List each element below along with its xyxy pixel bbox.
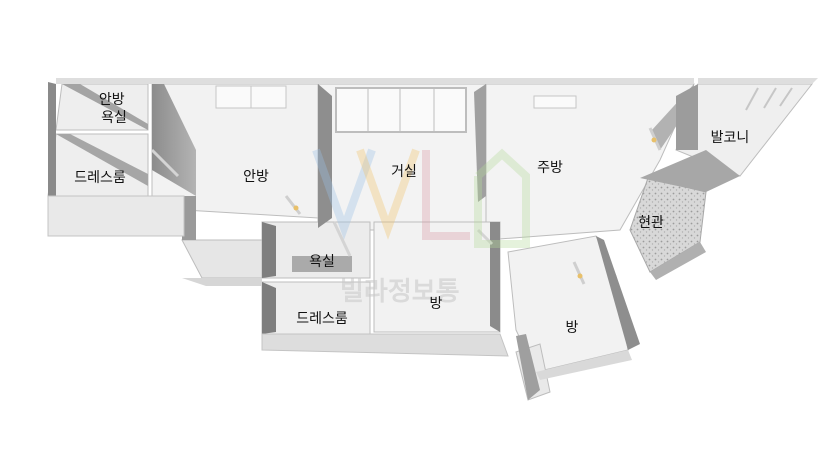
wall-side-left-outer [48, 82, 56, 196]
window-master [215, 85, 287, 109]
wall-side-dress-center [262, 282, 276, 334]
side-walls [48, 82, 740, 400]
room-labels: 안방 욕실 드레스룸 안방 거실 주방 발코니 현관 욕실 드레스룸 방 방 [74, 92, 749, 336]
wall-side-master [152, 84, 196, 196]
wall-side-dress-left [56, 134, 148, 186]
wall-side-bath-left [262, 222, 276, 278]
watermark-logo-v [312, 148, 376, 240]
wall-side-room-right [596, 236, 640, 350]
wall-top-kitchen [486, 78, 694, 84]
wall-side-masterbath [62, 84, 148, 130]
watermark-text: 빌라정보통 [340, 277, 460, 307]
window-kitchen [533, 95, 577, 109]
door-dress-left [150, 148, 180, 178]
wall-side-room-center [490, 222, 500, 332]
wall-side-bottom-balcony [516, 334, 540, 400]
wall-top-living [318, 78, 486, 84]
door-accent-kitchen [651, 137, 657, 143]
label-bathroom: 욕실 [309, 254, 335, 270]
dress-room-left-floor [47, 133, 149, 197]
base-left [47, 195, 185, 237]
label-master-bedroom: 안방 [243, 169, 269, 185]
doors [150, 127, 662, 285]
door-room-center [476, 228, 494, 246]
watermark: 빌라정보통 [312, 148, 530, 307]
lower-left-stub-floor [181, 239, 263, 279]
wall-side-living-left [318, 84, 332, 228]
label-living-room: 거실 [391, 164, 417, 180]
label-room-right: 방 [566, 320, 579, 336]
wall-top-master [152, 78, 318, 84]
label-master-bath: 안방 욕실 [99, 92, 129, 126]
window-balcony [745, 87, 793, 111]
base-right [536, 350, 632, 380]
base-stub [182, 278, 262, 286]
label-entrance: 현관 [638, 215, 664, 231]
label-kitchen: 주방 [537, 160, 563, 176]
door-master [284, 195, 302, 215]
bathroom-tile-strip [292, 256, 352, 272]
wall-side-entrance [640, 150, 740, 192]
door-accent-master [293, 205, 299, 211]
wall-side-balcony [676, 84, 698, 150]
label-dress-room-left: 드레스룸 [74, 170, 126, 186]
label-room-center: 방 [430, 296, 443, 312]
wall-top-balcony [698, 78, 818, 84]
wall-side-lower-stub [182, 196, 196, 240]
door-bath [332, 221, 352, 257]
wall-side-entrance-bottom [650, 242, 706, 280]
label-balcony: 발코니 [711, 130, 750, 146]
watermark-logo-l [422, 150, 470, 240]
watermark-logo-house [474, 148, 530, 248]
door-accent-room-right [577, 273, 583, 279]
base-edges [47, 195, 632, 380]
wall-side-living-right [474, 84, 486, 202]
base-center [261, 333, 509, 357]
window-living [335, 87, 467, 133]
label-dress-room-center: 드레스룸 [296, 311, 348, 327]
door-room-right [572, 261, 586, 285]
watermark-logo-v2 [356, 148, 420, 240]
wall-top-left [56, 78, 152, 84]
